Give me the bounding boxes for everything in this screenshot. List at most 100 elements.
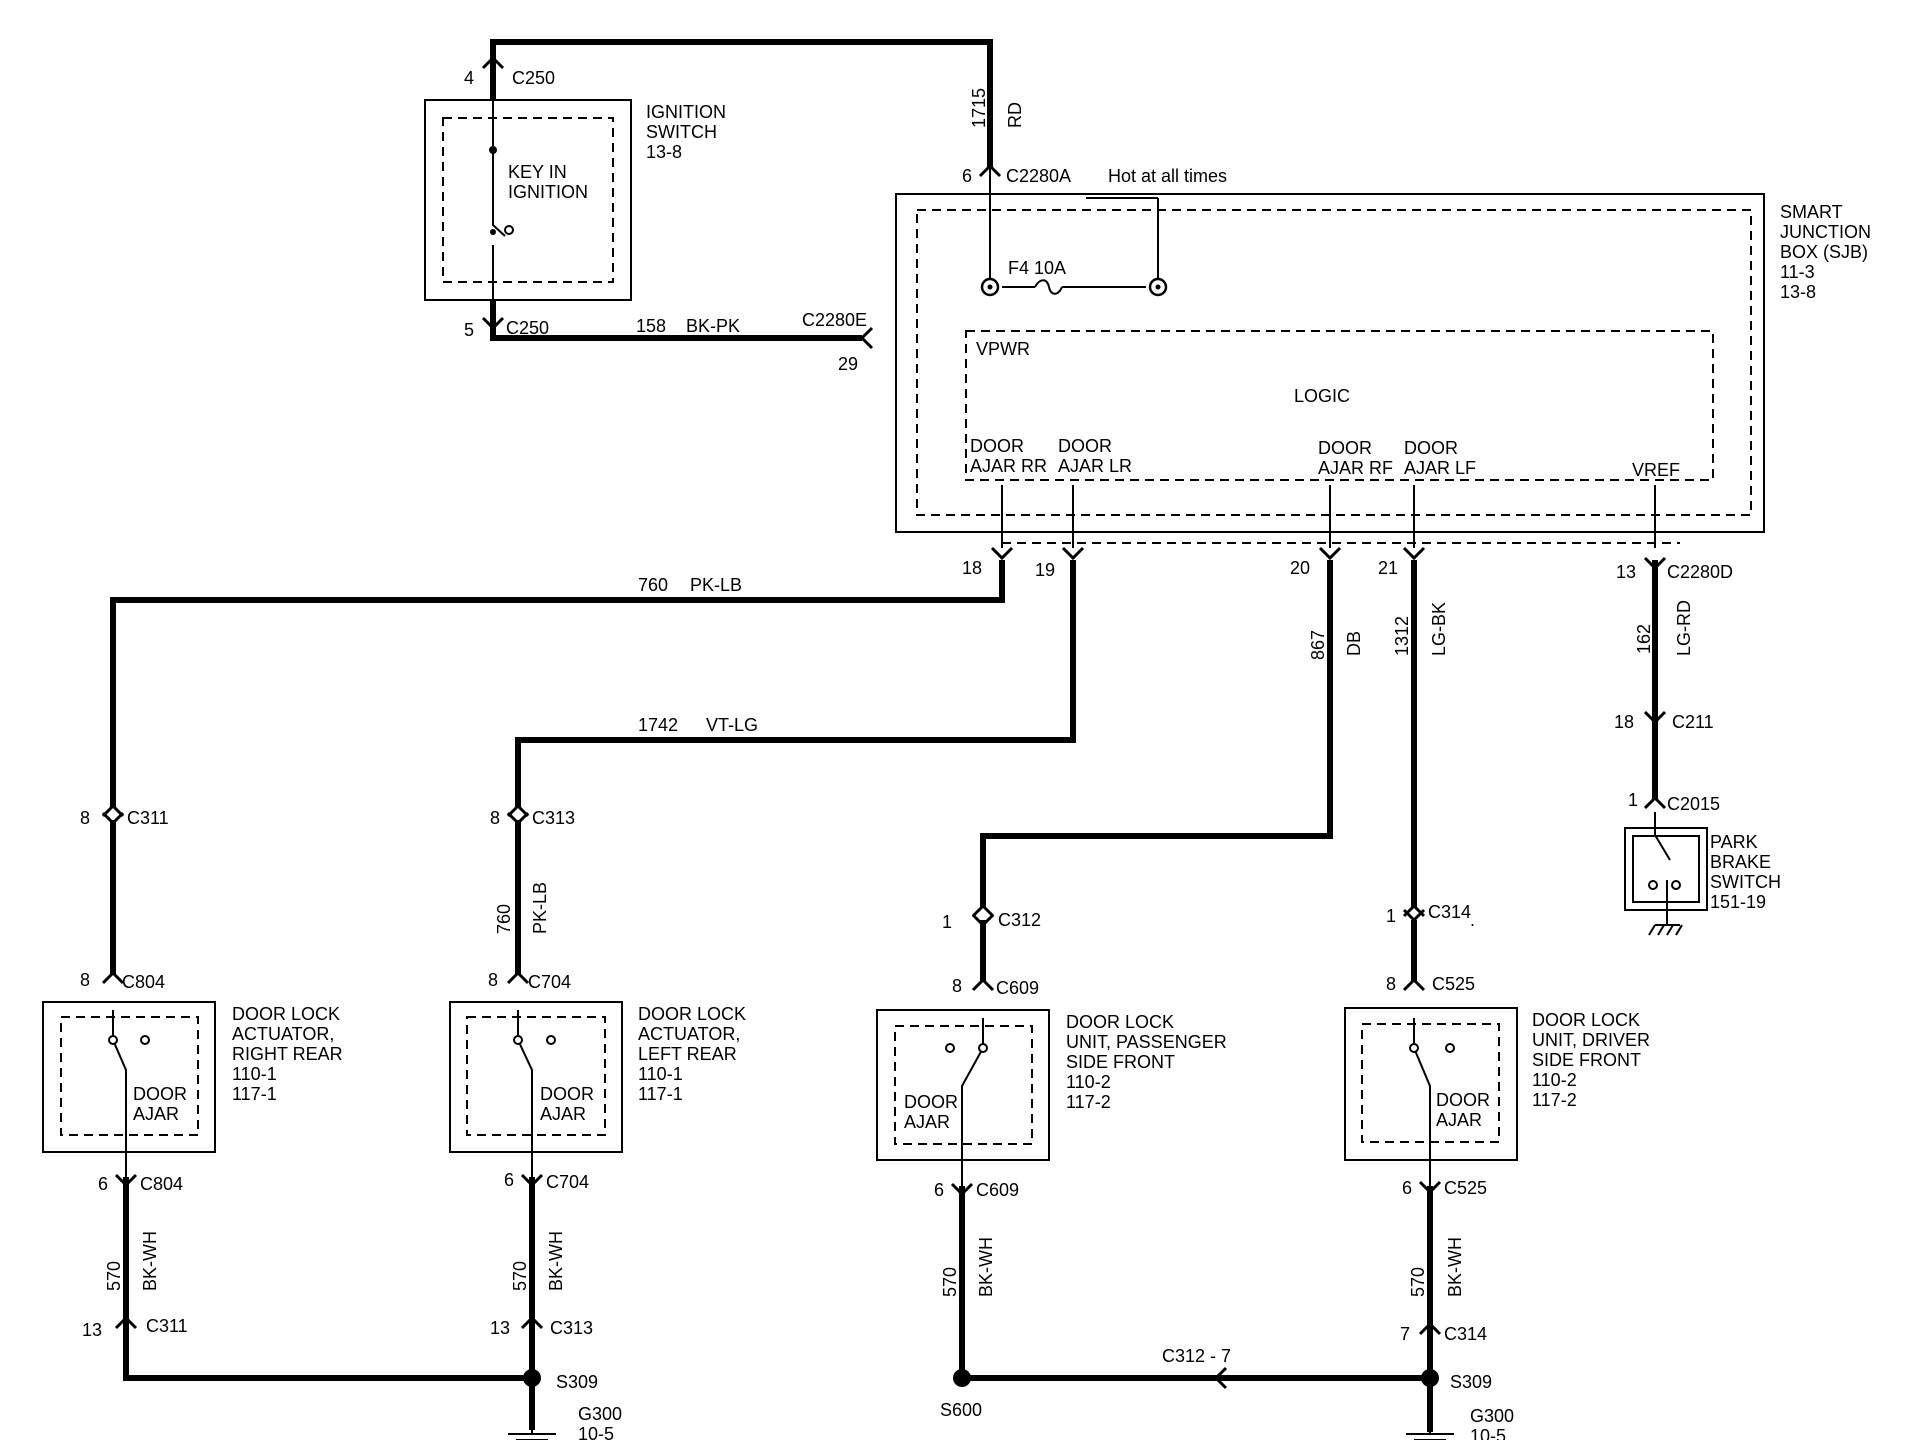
c313a-pin: 8 — [490, 808, 500, 828]
c2015-id: C2015 — [1667, 794, 1720, 814]
splice-s309b — [1421, 1369, 1439, 1387]
c804b-id: C804 — [140, 1174, 183, 1194]
wire-760-circuit: 760 — [638, 575, 668, 595]
pf-box — [876, 1009, 1050, 1161]
pin-21: 21 — [1378, 558, 1398, 578]
wire-158-color: BK-PK — [686, 316, 740, 336]
c250-top-id: C250 — [512, 68, 555, 88]
c2015-pin: 1 — [1628, 790, 1638, 810]
c211-id: C211 — [1672, 712, 1714, 732]
ground-icon-a — [508, 1430, 556, 1440]
stray-mark: . — [1470, 910, 1475, 930]
c311b-id: C311 — [146, 1316, 188, 1336]
c609b-id: C609 — [976, 1180, 1019, 1200]
pin-13: 13 — [1616, 562, 1636, 582]
c211-pin: 18 — [1614, 712, 1634, 732]
c525t-id: C525 — [1432, 974, 1475, 994]
splice-s600 — [953, 1369, 971, 1387]
c312-id: C312 — [998, 910, 1041, 930]
c704t-id: C704 — [528, 972, 571, 992]
wire-760-color: PK-LB — [690, 575, 742, 595]
c314b-id: C314 — [1444, 1324, 1487, 1344]
c704b-id: C704 — [546, 1172, 589, 1192]
wire-1312-circuit: 1312 — [1392, 616, 1412, 656]
c2280e-pin: 29 — [838, 354, 858, 374]
wire-570c-color: BK-WH — [976, 1237, 996, 1297]
pin-19: 19 — [1035, 560, 1055, 580]
wires — [110, 39, 1658, 1432]
s600-label: S600 — [940, 1400, 982, 1420]
c525b-pin: 6 — [1402, 1178, 1412, 1198]
c311a-id: C311 — [127, 808, 169, 828]
c609t-pin: 8 — [952, 976, 962, 996]
c804t-pin: 8 — [80, 970, 90, 990]
c2280e-id: C2280E — [802, 310, 867, 330]
wire-1715 — [490, 39, 993, 168]
splice-s309a — [523, 1369, 541, 1387]
c313b-pin: 13 — [490, 1318, 510, 1338]
c2280a-pin: 6 — [962, 166, 972, 186]
c2280a-id: C2280A — [1006, 166, 1071, 186]
c525b-id: C525 — [1444, 1178, 1487, 1198]
fuse-label: F4 10A — [1008, 258, 1066, 278]
rr-box — [42, 1001, 216, 1153]
wire-570b-color: BK-WH — [546, 1231, 566, 1291]
wire-1312-color: LG-BK — [1429, 602, 1449, 656]
wire-570a — [123, 1177, 532, 1381]
hot-at-all-times: Hot at all times — [1108, 166, 1227, 186]
pin-18: 18 — [962, 558, 982, 578]
c704t-pin: 8 — [488, 970, 498, 990]
c250-top-pin: 4 — [464, 68, 474, 88]
c311a-pin: 8 — [80, 808, 90, 828]
c313b-id: C313 — [550, 1318, 593, 1338]
s309a-label: S309 — [556, 1372, 598, 1392]
wire-162-circuit: 162 — [1634, 624, 1654, 654]
c311b-pin: 13 — [82, 1320, 102, 1340]
splices-grounds — [508, 1369, 1454, 1440]
component-internals — [108, 100, 1683, 1186]
wire-570b-circuit: 570 — [510, 1261, 530, 1291]
c804b-pin: 6 — [98, 1174, 108, 1194]
wire-760b-color: PK-LB — [530, 882, 550, 934]
vpwr-label: VPWR — [976, 339, 1030, 359]
sjb-fuse-wire — [989, 168, 1159, 288]
c609t-id: C609 — [996, 978, 1039, 998]
wire-158 — [490, 300, 862, 341]
wire-1742 — [515, 560, 1076, 808]
wire-867 — [980, 560, 1333, 908]
c314a-pin: 1 — [1386, 906, 1396, 926]
wire-570a-circuit: 570 — [104, 1261, 124, 1291]
wire-1742-color: VT-LG — [706, 715, 758, 735]
wire-760 — [110, 560, 1005, 808]
wire-570c-circuit: 570 — [940, 1267, 960, 1297]
boxes — [42, 99, 1765, 1161]
wire-1742-circuit: 1742 — [638, 715, 678, 735]
c250-bottom-pin: 5 — [464, 320, 474, 340]
vref-label: VREF — [1632, 460, 1680, 480]
c804t-id: C804 — [122, 972, 165, 992]
ignition-switch-wire — [492, 100, 506, 300]
logic-box — [965, 330, 1714, 481]
c312-pin: 1 — [942, 912, 952, 932]
df-box — [1344, 1007, 1518, 1161]
c314a-id: C314 — [1428, 902, 1471, 922]
wire-570d-circuit: 570 — [1408, 1267, 1428, 1297]
wire-760b-circuit: 760 — [494, 904, 514, 934]
